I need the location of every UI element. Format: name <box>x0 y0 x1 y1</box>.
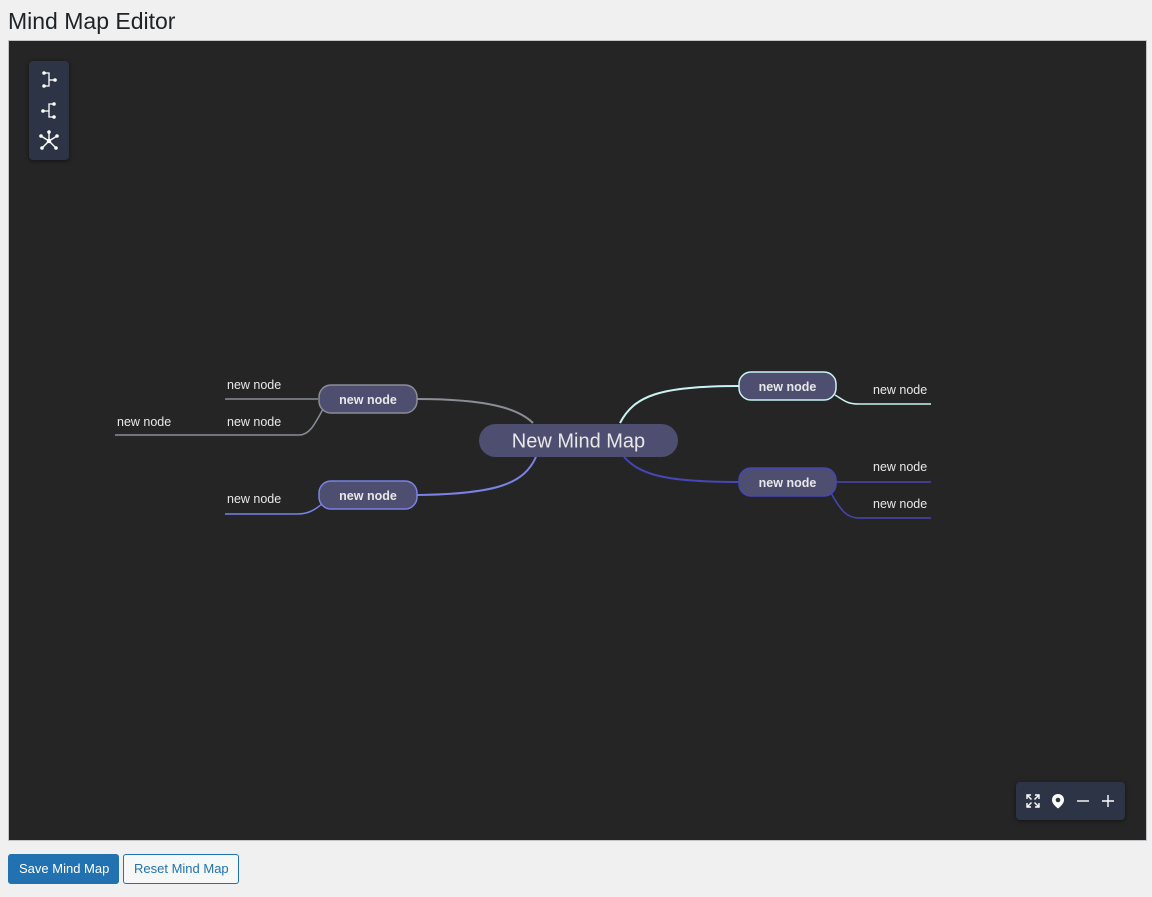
leaf-node-right-2-2[interactable]: new node <box>873 497 927 511</box>
zoom-toolbar <box>1016 782 1125 820</box>
leaf-node-left-1-2-1[interactable]: new node <box>117 415 171 429</box>
leaf-node-left-1-1[interactable]: new node <box>227 378 281 392</box>
fullscreen-icon[interactable] <box>1023 791 1043 811</box>
branch-node-right-2[interactable]: new node <box>738 467 837 497</box>
connectors <box>115 385 931 519</box>
connector-left-1-child-2 <box>225 408 324 436</box>
layout-toolbar <box>29 61 69 160</box>
layout-right-icon[interactable] <box>37 68 61 92</box>
root-node[interactable]: New Mind Map <box>479 424 678 457</box>
connector-right-2-child-2 <box>830 492 931 519</box>
root-node-label: New Mind Map <box>512 431 645 453</box>
layout-left-icon[interactable] <box>37 99 61 123</box>
connector-left-2-child-1 <box>225 502 324 515</box>
page-title: Mind Map Editor <box>8 8 176 34</box>
zoom-out-icon[interactable] <box>1073 791 1093 811</box>
connector-root-right-2 <box>623 456 740 483</box>
branch-node-left-1[interactable]: new node <box>318 384 418 414</box>
leaf-node-left-2-1[interactable]: new node <box>227 492 281 506</box>
connector-right-1-child-1 <box>834 394 931 405</box>
branch-node-label: new node <box>339 393 397 407</box>
layout-side-icon[interactable] <box>37 129 61 153</box>
mind-map-svg[interactable]: New Mind Map new node new node new node … <box>9 41 1146 840</box>
connector-root-right-1 <box>619 385 740 424</box>
center-icon[interactable] <box>1048 791 1068 811</box>
connector-root-left-2 <box>416 456 537 496</box>
branch-node-label: new node <box>759 476 817 490</box>
reset-mind-map-button[interactable]: Reset Mind Map <box>123 854 239 884</box>
mind-map-canvas[interactable]: New Mind Map new node new node new node … <box>8 40 1147 841</box>
leaf-node-right-1-1[interactable]: new node <box>873 383 927 397</box>
branch-node-label: new node <box>759 380 817 394</box>
leaf-node-left-1-2[interactable]: new node <box>227 415 281 429</box>
zoom-in-icon[interactable] <box>1098 791 1118 811</box>
save-mind-map-button[interactable]: Save Mind Map <box>8 854 119 884</box>
leaf-node-right-2-1[interactable]: new node <box>873 460 927 474</box>
branch-node-right-1[interactable]: new node <box>738 371 837 401</box>
connector-root-left-1 <box>416 398 534 424</box>
branch-node-left-2[interactable]: new node <box>318 480 418 510</box>
branch-node-label: new node <box>339 489 397 503</box>
